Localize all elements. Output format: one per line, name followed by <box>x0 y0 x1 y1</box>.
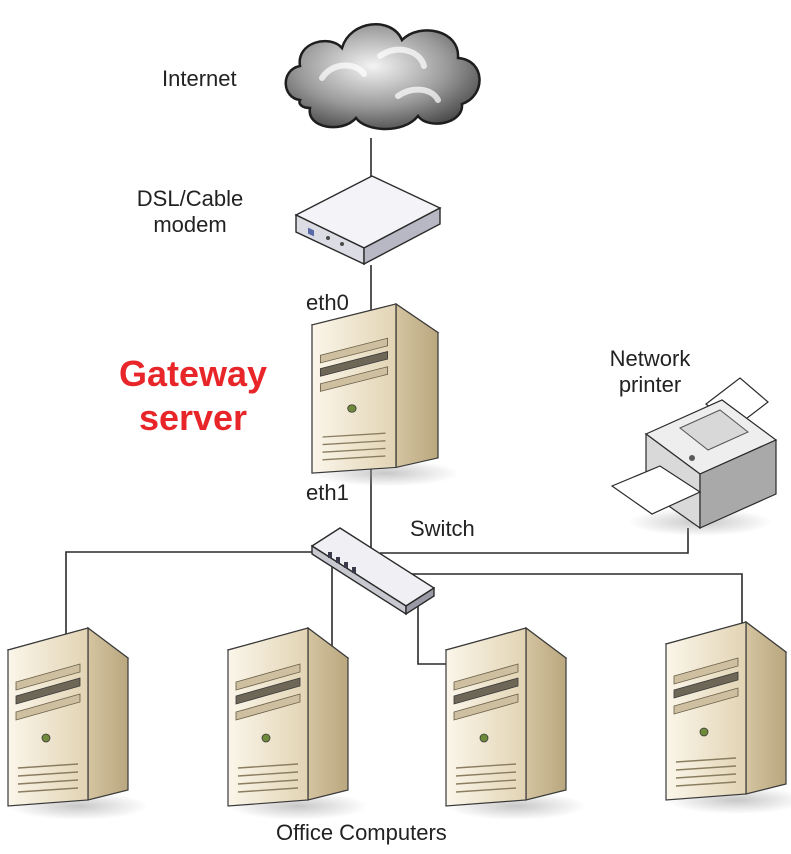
printer-icon <box>610 377 778 536</box>
eth1-label: eth1 <box>306 480 349 505</box>
switch-icon <box>310 527 436 616</box>
cloud-icon <box>284 23 481 131</box>
modem-label: DSL/Cable modem <box>100 186 280 239</box>
modem-label-line1: DSL/Cable <box>136 186 244 211</box>
printer-label: Network printer <box>580 346 720 399</box>
office-computers-label: Office Computers <box>276 820 447 845</box>
printer-label-line1: Network <box>609 346 691 371</box>
gateway-label-line1: Gateway <box>118 353 268 394</box>
modem-icon <box>294 175 442 266</box>
server-icon <box>311 303 460 488</box>
gateway-server-label: Gateway server <box>88 352 298 440</box>
link-switch-computer-1 <box>65 551 340 660</box>
printer-label-line2: printer <box>618 372 682 398</box>
link-switch-computer-4 <box>400 573 743 630</box>
link-switch-printer <box>380 528 689 554</box>
switch-label: Switch <box>410 516 475 541</box>
gateway-label-line2: server <box>138 396 248 438</box>
computer-icon <box>7 627 149 821</box>
computer-icon <box>227 627 369 821</box>
computer-icon <box>445 627 587 821</box>
eth0-label: eth0 <box>306 290 349 315</box>
computer-icon <box>665 621 791 815</box>
internet-label: Internet <box>162 66 237 91</box>
modem-label-line2: modem <box>153 212 227 238</box>
link-switch-computer-3 <box>417 586 452 665</box>
